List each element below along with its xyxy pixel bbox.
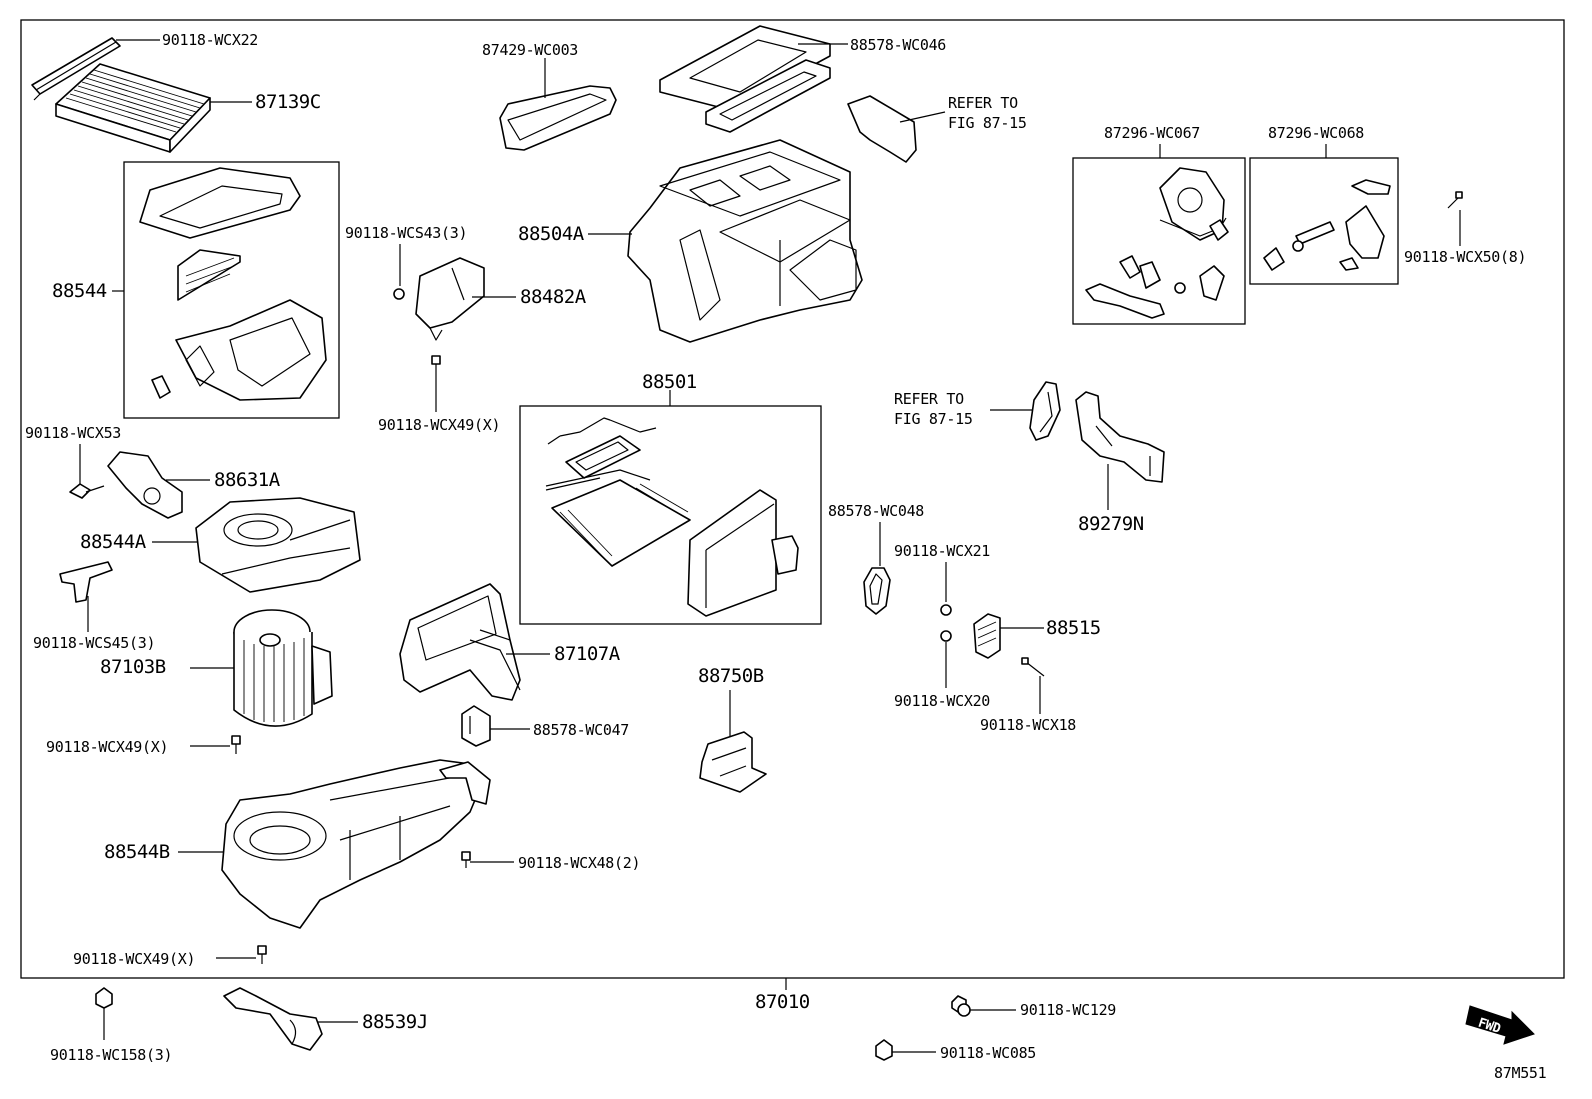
label-88501[interactable]: 88501 — [642, 371, 697, 393]
nut-90118-wc158-drawing — [95, 987, 113, 1009]
part-88631a-drawing — [107, 451, 183, 519]
part-87107a-drawing — [399, 583, 521, 701]
part-88544b-drawing — [221, 759, 491, 929]
label-90118-wcx18[interactable]: 90118-WCX18 — [980, 716, 1077, 734]
part-88578-wc048-drawing — [863, 567, 891, 615]
label-87296-wc067[interactable]: 87296-WC067 — [1104, 124, 1200, 142]
part-refer-fig-mid-drawing — [1029, 381, 1061, 441]
label-88539j[interactable]: 88539J — [362, 1011, 428, 1033]
part-88544a-drawing — [195, 497, 361, 593]
label-90118-wcx49-bottom[interactable]: 90118-WCX49(X) — [73, 950, 196, 968]
screw-90118-wcx53-drawing — [69, 483, 105, 499]
washer-90118-wcx20-drawing — [940, 630, 952, 642]
part-87296-wc067-drawing — [1085, 167, 1229, 319]
label-88544a[interactable]: 88544A — [80, 531, 147, 553]
part-88482a-drawing — [415, 257, 485, 341]
label-refer-mid-line1[interactable]: REFER TO — [894, 390, 964, 408]
label-88578-wc048[interactable]: 88578-WC048 — [828, 502, 925, 520]
part-88539j-drawing — [223, 987, 323, 1051]
part-88750b-drawing — [699, 731, 767, 793]
part-87103b-drawing — [233, 609, 333, 727]
figure-id: 87M551 — [1494, 1064, 1547, 1082]
group-box-87296-wc068 — [1249, 157, 1399, 285]
label-88578-wc047[interactable]: 88578-WC047 — [533, 721, 629, 739]
label-90118-wcs45[interactable]: 90118-WCS45(3) — [33, 634, 156, 652]
label-88504a[interactable]: 88504A — [518, 223, 585, 245]
screw-90118-wcx49-bottom-drawing — [257, 945, 267, 964]
label-90118-wc129[interactable]: 90118-WC129 — [1020, 1001, 1117, 1019]
label-89279n[interactable]: 89279N — [1078, 513, 1144, 535]
label-90118-wcx21[interactable]: 90118-WCX21 — [894, 542, 991, 560]
label-88631a[interactable]: 88631A — [214, 469, 281, 491]
screw-90118-wcx49-mid-drawing — [431, 355, 441, 376]
label-90118-wc158[interactable]: 90118-WC158(3) — [50, 1046, 173, 1064]
label-90118-wcx22[interactable]: 90118-WCX22 — [162, 31, 258, 49]
label-88482a[interactable]: 88482A — [520, 286, 587, 308]
part-89279n-drawing — [1075, 391, 1165, 483]
part-88578-wc046-drawing — [659, 25, 831, 133]
label-87107a[interactable]: 87107A — [554, 643, 621, 665]
part-88544-drawing — [139, 167, 327, 401]
label-90118-wc085[interactable]: 90118-WC085 — [940, 1044, 1036, 1062]
label-90118-wcx49-left[interactable]: 90118-WCX49(X) — [46, 738, 169, 756]
screw-90118-wcx50-drawing — [1447, 191, 1463, 209]
washer-90118-wcx21-drawing — [940, 604, 952, 616]
label-88578-wc046[interactable]: 88578-WC046 — [850, 36, 947, 54]
bolt-90118-wc129-drawing — [951, 995, 971, 1017]
label-90118-wcx50[interactable]: 90118-WCX50(8) — [1404, 248, 1527, 266]
label-87296-wc068[interactable]: 87296-WC068 — [1268, 124, 1365, 142]
clip-90118-wcs45-drawing — [59, 561, 113, 603]
part-88578-wc047-drawing — [461, 705, 491, 747]
screw-90118-wcx18-drawing — [1021, 657, 1045, 677]
label-90118-wcx49-mid[interactable]: 90118-WCX49(X) — [378, 416, 501, 434]
part-88501-drawing — [545, 417, 799, 617]
label-90118-wcx20[interactable]: 90118-WCX20 — [894, 692, 991, 710]
label-refer-top-line1[interactable]: REFER TO — [948, 94, 1018, 112]
label-refer-mid-line2[interactable]: FIG 87-15 — [894, 410, 973, 428]
part-90118-wcx22-drawing — [31, 37, 121, 101]
part-88504a-drawing — [627, 139, 863, 343]
label-90118-wcx48[interactable]: 90118-WCX48(2) — [518, 854, 641, 872]
label-fwd: FWD — [1476, 1016, 1503, 1037]
group-box-88544 — [123, 161, 340, 419]
assembly-frame — [20, 19, 1565, 979]
label-88544[interactable]: 88544 — [52, 280, 107, 302]
label-88750b[interactable]: 88750B — [698, 665, 764, 687]
part-87429-wc003-drawing — [499, 85, 617, 151]
nut-90118-wc085-drawing — [875, 1039, 893, 1061]
washer-90118-wcs43-drawing — [393, 288, 405, 300]
label-88544b[interactable]: 88544B — [104, 841, 170, 863]
screw-90118-wcx48-drawing — [461, 851, 471, 868]
label-refer-top-line2[interactable]: FIG 87-15 — [948, 114, 1027, 132]
label-87139c[interactable]: 87139C — [255, 91, 321, 113]
label-90118-wcs43[interactable]: 90118-WCS43(3) — [345, 224, 468, 242]
screw-90118-wcx49-left-drawing — [231, 735, 241, 754]
fwd-arrow-icon: FWD — [1465, 1005, 1535, 1045]
group-box-87296-wc067 — [1072, 157, 1246, 325]
label-90118-wcx53[interactable]: 90118-WCX53 — [25, 424, 121, 442]
label-87103b[interactable]: 87103B — [100, 656, 166, 678]
part-87296-wc068-drawing — [1263, 179, 1391, 271]
part-refer-fig-top-drawing — [847, 95, 917, 163]
part-87139c-drawing — [55, 63, 211, 153]
label-87429-wc003[interactable]: 87429-WC003 — [482, 41, 578, 59]
label-87010[interactable]: 87010 — [755, 991, 810, 1013]
label-88515[interactable]: 88515 — [1046, 617, 1101, 639]
part-88515-drawing — [973, 613, 1001, 659]
